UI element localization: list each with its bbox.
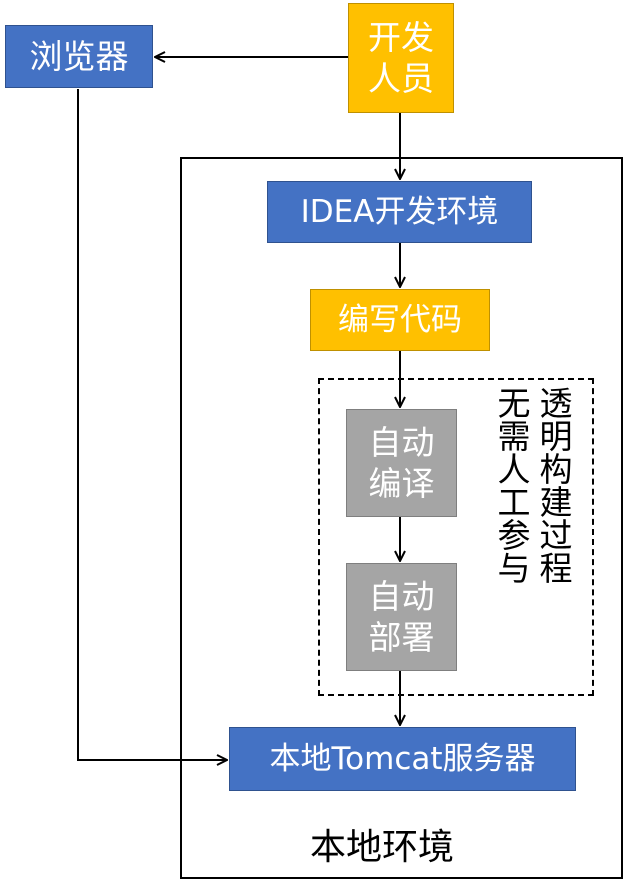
write-code-node: 编写代码 <box>310 289 490 351</box>
auto-deploy-label: 自动 部署 <box>368 576 435 657</box>
developer-label: 开发 人员 <box>368 17 434 98</box>
tomcat-node: 本地Tomcat服务器 <box>229 727 576 791</box>
idea-label: IDEA开发环境 <box>300 193 499 230</box>
tomcat-label: 本地Tomcat服务器 <box>269 740 536 777</box>
transparent-build-label: 透明构建过程 <box>534 386 573 584</box>
auto-compile-node: 自动 编译 <box>346 409 457 517</box>
developer-node: 开发 人员 <box>348 3 454 113</box>
arrow-browser-to-tomcat <box>77 89 227 760</box>
transparent-build-region <box>318 378 594 696</box>
write-code-label: 编写代码 <box>338 301 462 338</box>
auto-deploy-node: 自动 部署 <box>346 563 457 671</box>
browser-node: 浏览器 <box>5 25 153 88</box>
auto-compile-label: 自动 编译 <box>368 422 435 503</box>
local-environment-container <box>180 157 623 879</box>
idea-node: IDEA开发环境 <box>267 181 532 243</box>
no-manual-label: 无需人工参与 <box>492 386 531 584</box>
local-env-label: 本地环境 <box>310 827 455 868</box>
browser-label: 浏览器 <box>29 36 129 76</box>
